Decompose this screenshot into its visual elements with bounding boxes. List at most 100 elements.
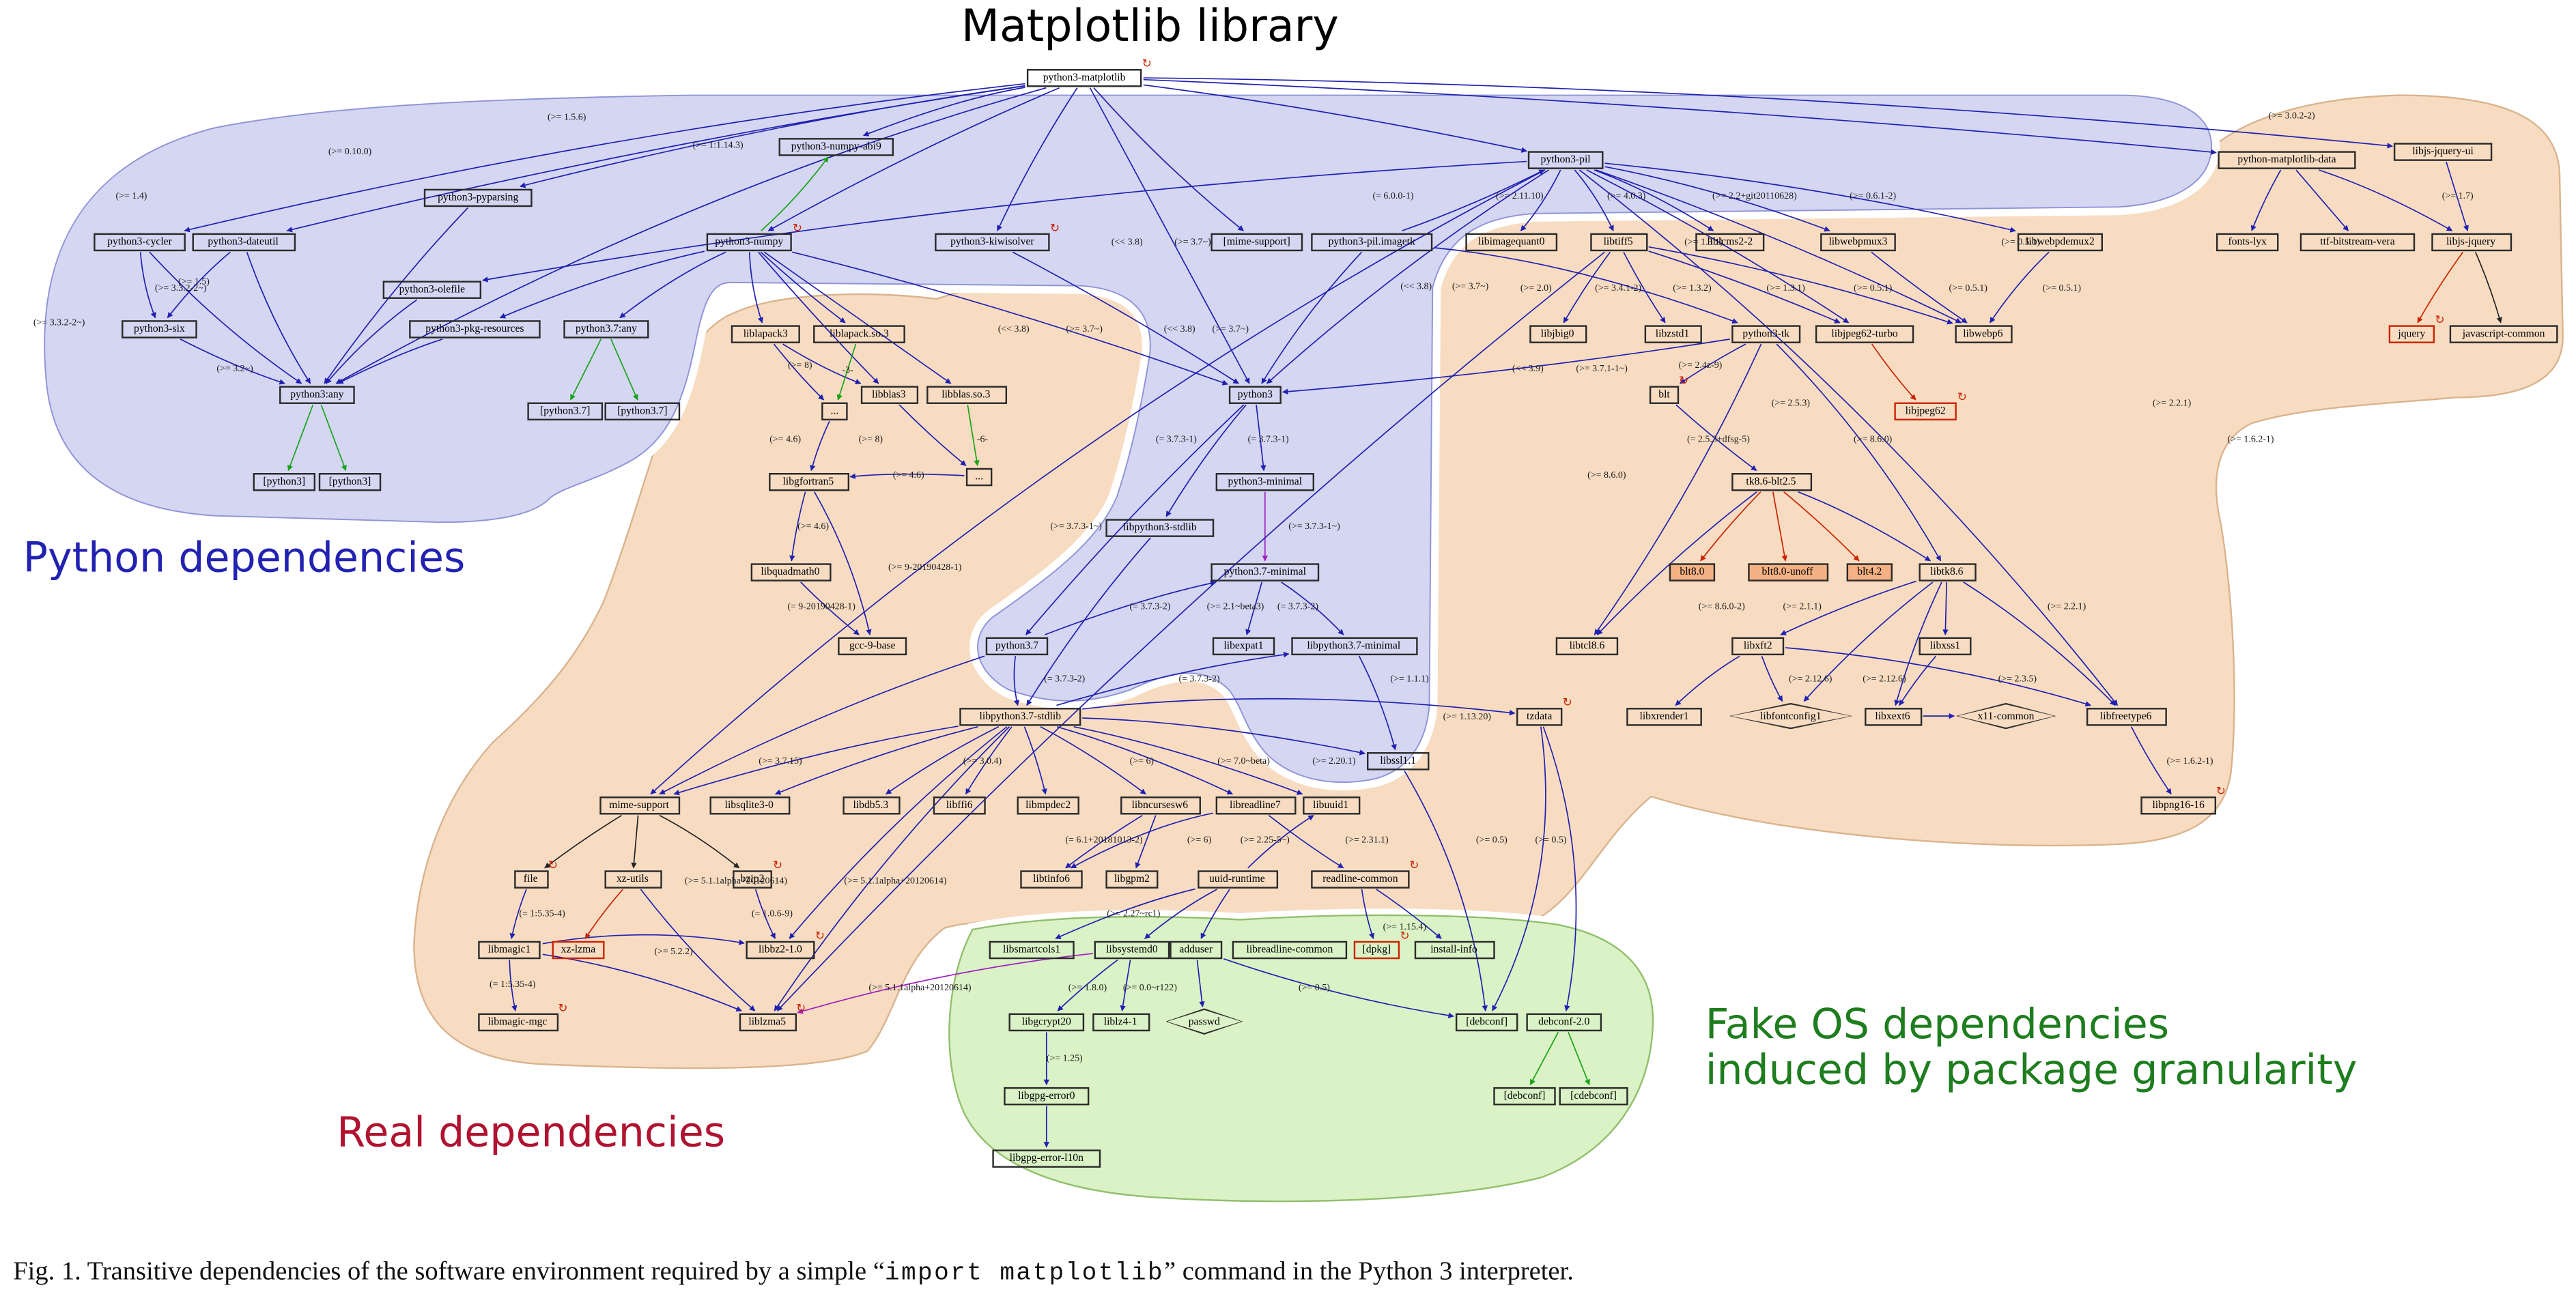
package-node-label: python-matplotlib-data: [2237, 153, 2336, 165]
edge-version-label: (>= 0.6.1-2): [1850, 191, 1896, 201]
package-node-label: libimagequant0: [1478, 235, 1545, 248]
package-node-label: tk8.6-blt2.5: [1746, 475, 1796, 487]
package-node-label: [dpkg]: [1362, 943, 1391, 956]
package-node-pil: python3-pil: [1528, 150, 1603, 169]
edge-version-label: (= 6.0.0-1): [1372, 191, 1413, 201]
package-node-label: python3-numpy: [715, 235, 784, 248]
package-node-label: libwebpdemux2: [2026, 235, 2095, 248]
region-label-python-dependencies: Python dependencies: [23, 534, 466, 581]
edge-version-label: (>= 3.7.1-1~): [1576, 364, 1628, 374]
edge-fil-mg1: [509, 889, 527, 939]
package-node-l10: libgpg-error-l10n: [991, 1149, 1101, 1167]
edge-lp37s-ssl: [1082, 717, 1365, 756]
package-node-label: tzdata: [1526, 710, 1553, 722]
package-node-label: ...: [975, 470, 983, 483]
edge-m-p3a: [335, 87, 1047, 384]
edge-ltk-xex: [1894, 581, 1942, 706]
package-node-xex: libxext6: [1863, 706, 1922, 726]
package-node-label: python3-minimal: [1228, 475, 1303, 487]
edge-version-label: (>= 0.5): [1535, 835, 1567, 845]
package-node-label: liblz4-1: [1103, 1016, 1137, 1028]
package-node-label: python3.7:any: [575, 322, 637, 334]
edge-rl7-tin: [1070, 812, 1214, 869]
package-node-label: readline-common: [1322, 872, 1398, 885]
edge-m-cyc: [184, 83, 1025, 233]
edge-dat-six: [167, 251, 231, 319]
package-node-label: libffi6: [946, 799, 973, 811]
package-node-label: jquery: [2398, 328, 2426, 339]
edge-ltk-ft6: [1963, 581, 2116, 706]
edge-version-label: (>= 3.7.3-1~): [1288, 521, 1340, 532]
package-node-label: libtiff5: [1603, 235, 1633, 248]
edge-version-label: (>= 1.1.1): [1390, 674, 1429, 685]
package-node-six: python3-six: [122, 319, 197, 338]
package-node-label: uuid-runtime: [1209, 872, 1265, 885]
edge-num-lapso: [760, 251, 846, 324]
edge-version-label: (<< 3.8): [998, 324, 1030, 334]
edge-mdt-fly: [2250, 169, 2282, 231]
package-node-p37: python3.7: [985, 636, 1049, 655]
package-node-label: [debconf]: [1503, 1089, 1546, 1102]
edge-pkg-p3a: [337, 339, 443, 384]
package-node-lcm: liblcms2-2: [1695, 232, 1765, 250]
package-node-b8u: blt8.0-unoff: [1747, 562, 1828, 581]
package-node-label: libreadline7: [1230, 799, 1281, 811]
package-node-label: libblas.so.3: [942, 388, 991, 400]
package-node-label: [python3.7]: [617, 405, 668, 416]
self-conflict-loop-icon: ↻: [772, 858, 782, 872]
edge-lp37s-mpd: [1023, 726, 1047, 795]
edge-version-label: (>= 2.12.6): [1863, 674, 1906, 685]
edge-version-label: (>= 3.3.2-2~): [155, 283, 207, 293]
edge-version-label: (>= 0.5.1): [2043, 283, 2082, 293]
edge-version-label: (>= 0.5.1): [1949, 283, 1988, 293]
edge-lp37s-ffi: [965, 726, 1013, 795]
edge-rl7-rlc: [1268, 815, 1344, 869]
package-node-label: python3-dateutil: [208, 235, 279, 248]
edge-ltk-fc: [1803, 581, 1934, 702]
package-node-bp31: [python3]: [252, 472, 316, 491]
self-conflict-loop-icon: ↻: [792, 220, 802, 234]
package-node-label: libjbig0: [1540, 328, 1574, 339]
package-node-mim: mime-support: [599, 795, 679, 814]
package-node-bp371: [python3.7]: [528, 401, 603, 420]
package-node-jqu: libjs-jquery-ui: [2394, 142, 2492, 160]
edge-ltk-xss: [1942, 581, 1949, 635]
package-node-tzd: tzdata↻: [1516, 696, 1572, 726]
figure-title: Matplotlib library: [961, 1, 1339, 53]
edge-version-label: (>= 5.1.1alpha+20120614): [844, 876, 947, 887]
edge-version-label: -6-: [977, 434, 989, 444]
edge-rlc-inf: [1376, 889, 1442, 939]
edge-lp37s-db5: [886, 726, 1000, 795]
edge-tkb-b8u: [1772, 491, 1787, 562]
edge-jq-jsc: [2474, 252, 2502, 324]
package-node-label: python3-numpy-abi9: [791, 140, 881, 152]
package-node-label: [debconf]: [1466, 1016, 1508, 1028]
package-node-dpkg: [dpkg]↻: [1353, 930, 1410, 959]
package-node-sql: libsqlite3-0: [709, 795, 790, 814]
edge-pil-wp6: [1596, 169, 1962, 324]
edge-p37-p37m: [1045, 580, 1217, 635]
package-node-label: python3: [1237, 388, 1273, 400]
edge-uur-sysd: [1144, 889, 1217, 939]
package-node-label: x11-common: [1957, 704, 2055, 728]
caption-code-import-matplotlib: import matplotlib: [884, 1259, 1165, 1288]
package-node-label: ...: [830, 405, 839, 416]
edge-add-dbc: [1223, 958, 1454, 1018]
package-node-uur: uuid-runtime: [1196, 870, 1277, 888]
package-node-bz2: bzip2↻: [732, 859, 782, 888]
package-node-rl7: libreadline7: [1215, 795, 1296, 814]
package-node-label: libzstd1: [1655, 328, 1690, 339]
package-node-label: libbz2-1.0: [759, 943, 802, 956]
edge-version-label: (>= 6): [1130, 756, 1155, 766]
edge-wpm-wp6: [1871, 251, 1968, 324]
package-node-label: libmagic1: [487, 943, 531, 956]
edge-num-blasso: [763, 251, 952, 384]
edge-version-label: (>= 1.4): [116, 191, 147, 201]
edge-lap3-d1: [773, 343, 825, 401]
caption-suffix: ” command in the Python 3 interpreter.: [1164, 1258, 1574, 1287]
edge-version-label: (>= 8.6.0): [1587, 470, 1626, 480]
edge-version-label: (>= 1.6.2-1): [2167, 756, 2213, 766]
edge-version-label: (>= 8): [859, 434, 883, 444]
edge-m-mdt: [1143, 78, 2217, 156]
edge-tif-zst: [1623, 251, 1666, 324]
